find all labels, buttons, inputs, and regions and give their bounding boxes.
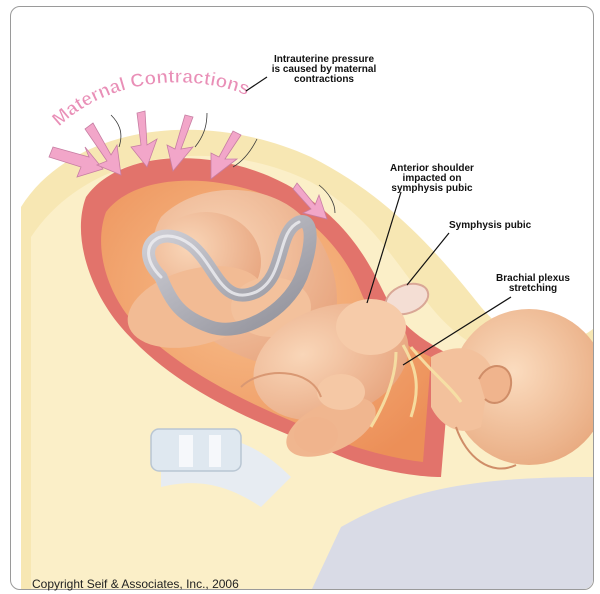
fetal-shoulder — [336, 299, 406, 355]
copyright-notice: Copyright Seif & Associates, Inc., 2006 — [32, 577, 239, 591]
diagram-frame: Maternal Contractions Intrauterine press… — [10, 6, 594, 590]
label-intrauterine-pressure: Intrauterine pressure is caused by mater… — [249, 55, 399, 85]
birth-illustration: Maternal Contractions — [11, 7, 594, 590]
label-symphysis-pubic: Symphysis pubic — [449, 221, 589, 231]
label-line: stretching — [473, 284, 593, 294]
pelvic-bone-band — [151, 429, 241, 471]
label-line: symphysis pubic — [367, 184, 497, 194]
fetal-neck — [431, 348, 491, 431]
label-line: contractions — [249, 75, 399, 85]
fetal-fist — [294, 417, 338, 453]
label-brachial-plexus: Brachial plexus stretching — [473, 274, 593, 294]
heading-text: Maternal Contractions — [48, 67, 252, 131]
label-anterior-shoulder: Anterior shoulder impacted on symphysis … — [367, 164, 497, 194]
fetal-hand — [317, 374, 365, 410]
